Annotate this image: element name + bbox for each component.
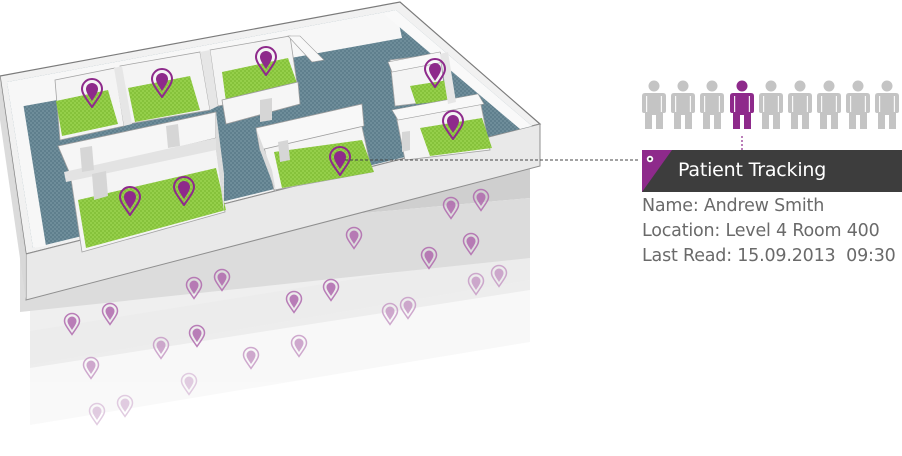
- person-icon: [642, 80, 666, 129]
- person-icon: [846, 80, 870, 129]
- tracking-connector: [345, 136, 743, 161]
- person-icon: [671, 80, 695, 129]
- patient-name: Name: Andrew Smith: [642, 196, 825, 216]
- patient-location: Location: Level 4 Room 400: [642, 221, 880, 241]
- door-icon: [80, 98, 410, 200]
- person-icon-highlighted: [730, 80, 754, 129]
- person-icon: [700, 80, 724, 129]
- building-level-4: [0, 1, 542, 301]
- person-icon: [759, 80, 783, 129]
- tag-corner-icon: [642, 150, 672, 192]
- person-icon: [875, 80, 899, 129]
- people-row: [642, 80, 899, 129]
- patient-last-read: Last Read: 15.09.2013 09:30: [642, 246, 896, 266]
- patient-tracking-tag: Patient Tracking: [642, 150, 902, 192]
- person-icon: [817, 80, 841, 129]
- tag-title: Patient Tracking: [678, 159, 827, 181]
- person-icon: [788, 80, 812, 129]
- patient-info: Name: Andrew Smith Location: Level 4 Roo…: [642, 194, 896, 269]
